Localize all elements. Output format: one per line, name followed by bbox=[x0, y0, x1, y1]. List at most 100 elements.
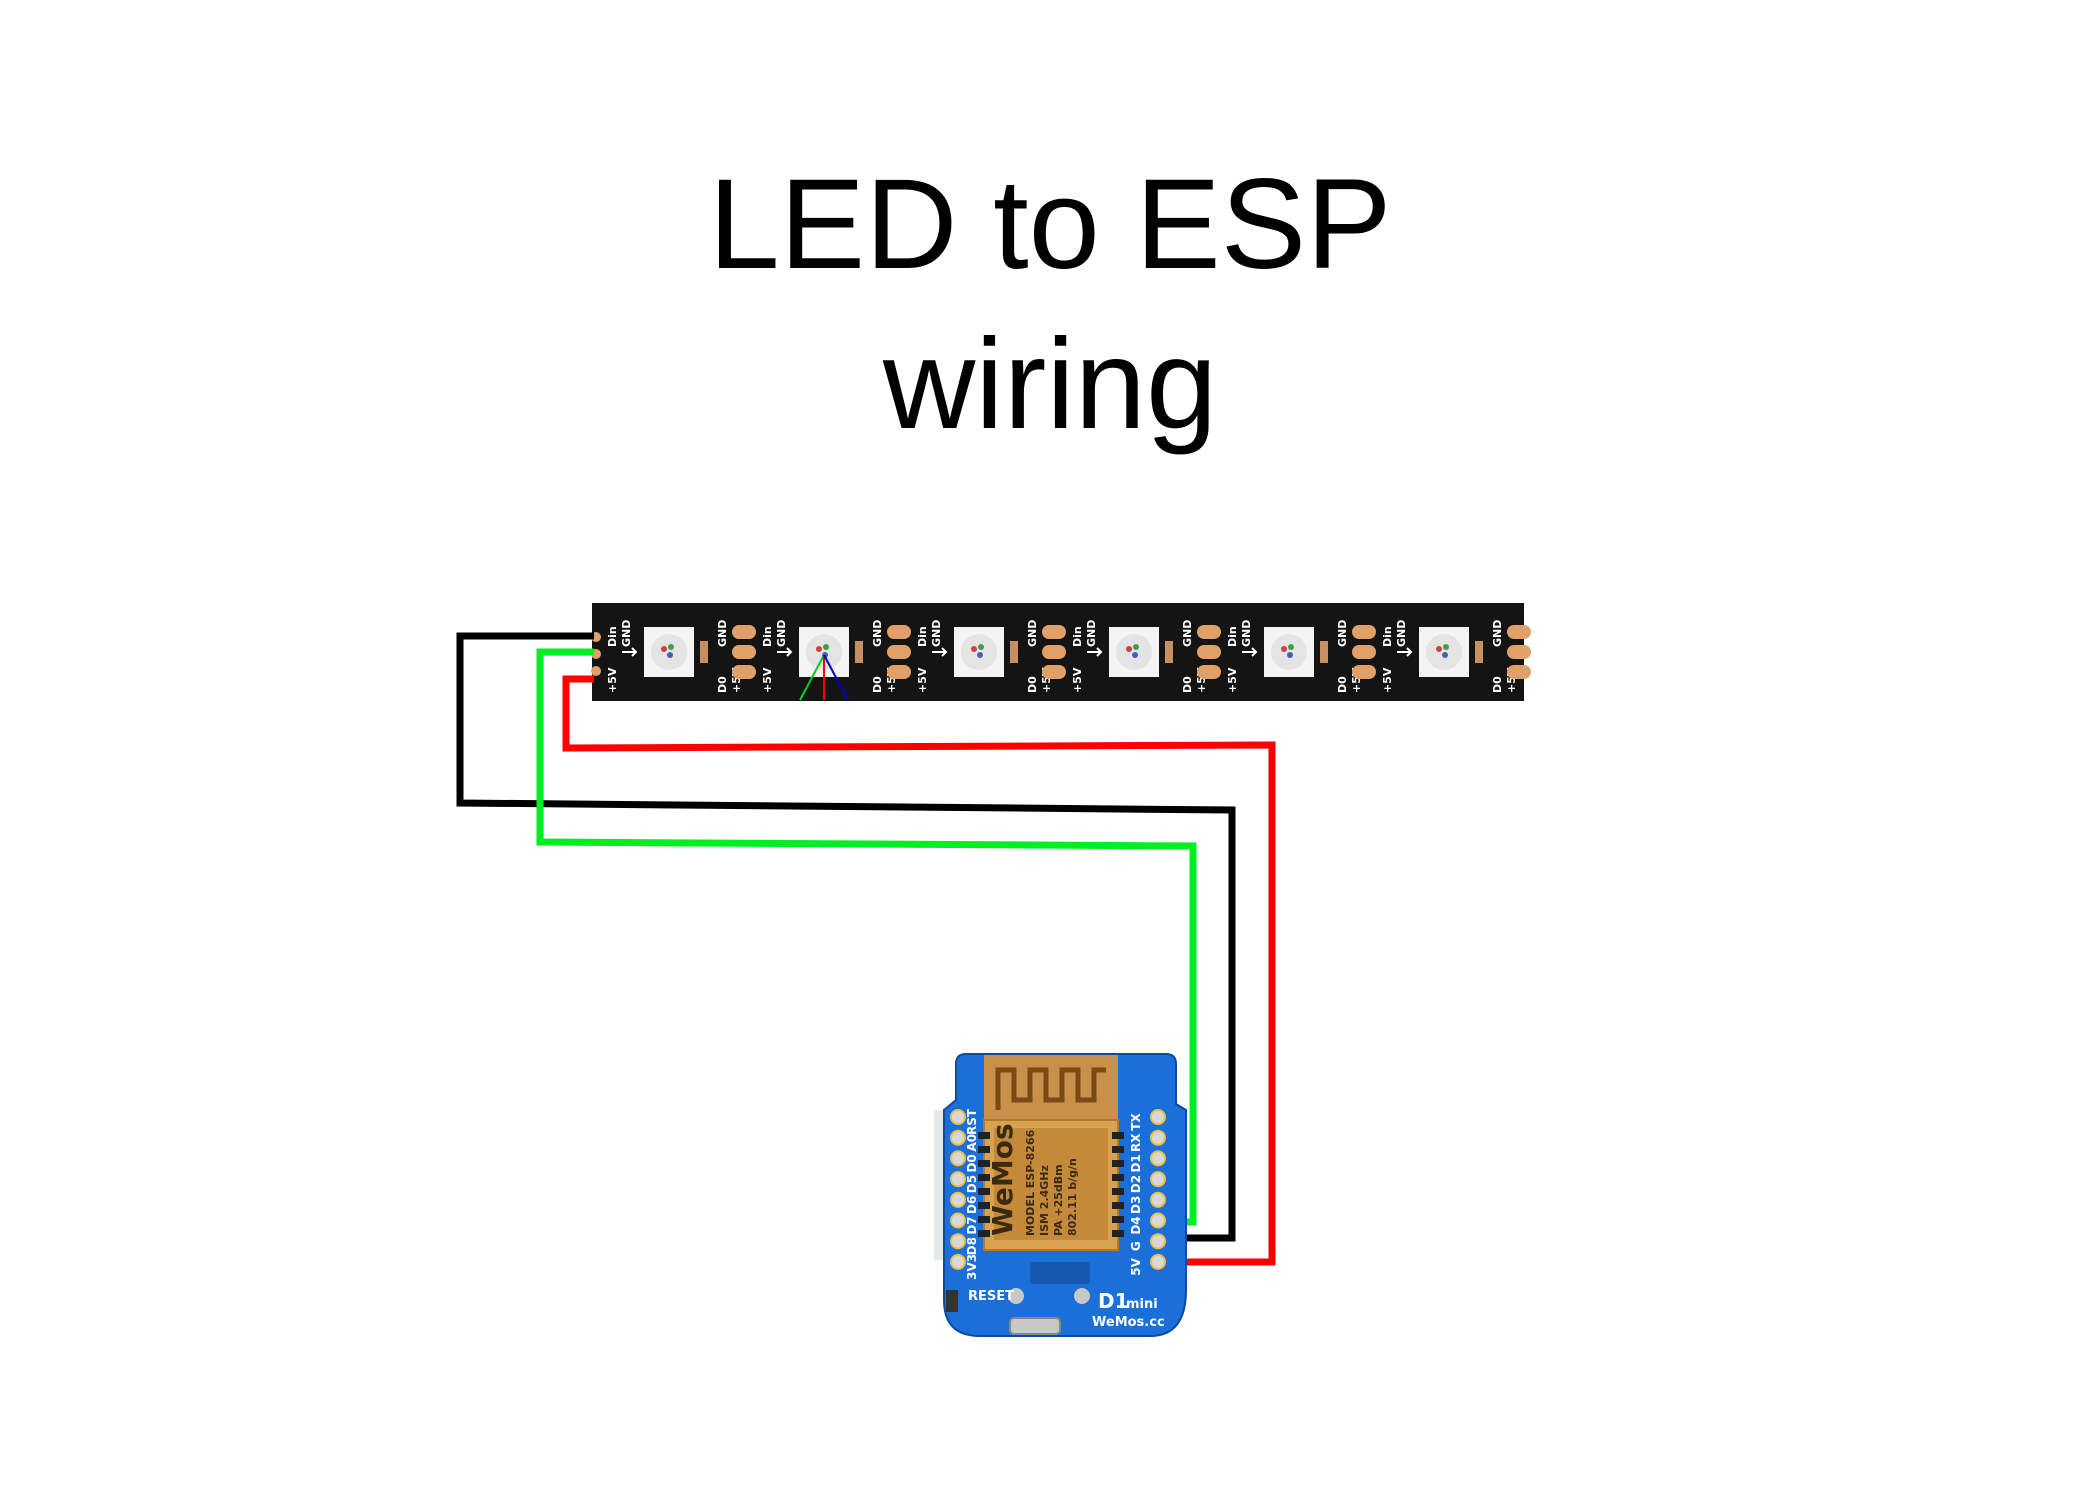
board-name-suffix: mini bbox=[1126, 1297, 1158, 1312]
pin-left-rst bbox=[950, 1109, 966, 1125]
solder-pad bbox=[732, 645, 756, 659]
led-die-blue bbox=[1442, 652, 1448, 658]
solder-pad bbox=[887, 625, 911, 639]
pin-label-left-d8: D8 bbox=[965, 1237, 979, 1255]
pin-right-rx bbox=[1150, 1129, 1166, 1146]
pin-left-d0 bbox=[950, 1150, 966, 1167]
pin-label-left-3v3: 3V3 bbox=[965, 1254, 979, 1280]
led-die-blue bbox=[977, 652, 983, 658]
strip-label-gnd: GND bbox=[1026, 620, 1039, 647]
module-power: PA +25dBm bbox=[1052, 1164, 1065, 1236]
solder-pad bbox=[1197, 665, 1221, 679]
strip-label-gnd: GND bbox=[871, 620, 884, 647]
data-arrow bbox=[1397, 647, 1413, 657]
module-pin bbox=[978, 1216, 990, 1223]
led-die-red bbox=[1436, 646, 1442, 652]
module-model: MODEL ESP-8266 bbox=[1024, 1129, 1037, 1236]
ground-wire bbox=[456, 632, 1236, 1242]
mount-hole-left bbox=[1008, 1288, 1024, 1304]
pin-right-d3 bbox=[1150, 1191, 1166, 1208]
strip-label-din: Din bbox=[916, 626, 929, 647]
led-die-green bbox=[1133, 644, 1139, 650]
strip-label-din: Din bbox=[761, 626, 774, 647]
antenna-trace bbox=[995, 1067, 1106, 1110]
led-lens bbox=[651, 634, 687, 670]
strip-label-din: Din bbox=[1226, 626, 1239, 647]
solder-pad bbox=[1197, 645, 1221, 659]
strip-label-dout: D0 bbox=[1336, 676, 1349, 693]
led-die-red bbox=[1281, 646, 1287, 652]
solder-pad bbox=[1507, 645, 1531, 659]
module-pin bbox=[978, 1132, 990, 1139]
module-pin bbox=[1112, 1188, 1124, 1195]
strip-label-vcc: +5V bbox=[1071, 667, 1084, 693]
pin-label-right-rx: RX bbox=[1129, 1133, 1143, 1152]
pin-label-right-5v: 5V bbox=[1129, 1257, 1143, 1275]
data-arrow bbox=[622, 647, 638, 657]
antenna-area bbox=[984, 1055, 1118, 1127]
board-name: D1 bbox=[1098, 1289, 1129, 1313]
pin-label-right-d1: D1 bbox=[1129, 1154, 1143, 1172]
strip-label-gnd: GND bbox=[620, 620, 633, 647]
module-band: ISM 2.4GHz bbox=[1038, 1165, 1051, 1236]
pin-left-3v3 bbox=[950, 1253, 966, 1270]
module-pin bbox=[978, 1188, 990, 1195]
led-die-red bbox=[661, 646, 667, 652]
strip-label-vcc: +5V bbox=[761, 667, 774, 693]
pin-label-right-tx: TX bbox=[1129, 1113, 1143, 1131]
strip-label-vcc: +5V bbox=[606, 667, 619, 693]
solder-pad bbox=[1352, 645, 1376, 659]
led-die-red bbox=[816, 646, 822, 652]
strip-label-vcc: +5V bbox=[1381, 667, 1394, 693]
led-lens bbox=[1271, 634, 1307, 670]
solder-pad bbox=[732, 625, 756, 639]
resistor bbox=[1320, 641, 1328, 663]
pin-left-d8 bbox=[950, 1233, 966, 1250]
accent-blue bbox=[823, 654, 849, 701]
solder-pad bbox=[887, 665, 911, 679]
module-pin bbox=[978, 1230, 990, 1237]
strip-label-dout: D0 bbox=[716, 676, 729, 693]
pin-left-a0 bbox=[950, 1129, 966, 1146]
strip-label-dout: D0 bbox=[1491, 676, 1504, 693]
diagram-title-line-1: LED to ESP bbox=[708, 153, 1392, 296]
data-arrow bbox=[777, 647, 793, 657]
resistor bbox=[855, 641, 863, 663]
strip-label-gnd: GND bbox=[1085, 620, 1098, 647]
solder-pad bbox=[1507, 665, 1531, 679]
data-arrow bbox=[932, 647, 948, 657]
pin-right-g bbox=[1150, 1233, 1166, 1250]
diagram-title-line-2: wiring bbox=[882, 313, 1218, 456]
esp-shield bbox=[994, 1128, 1108, 1240]
led-die-red bbox=[1126, 646, 1132, 652]
solder-pad bbox=[732, 665, 756, 679]
solder-pad bbox=[1197, 625, 1221, 639]
board-site: WeMos.cc bbox=[1092, 1315, 1165, 1330]
strip-label-gnd: GND bbox=[1181, 620, 1194, 647]
solder-pad bbox=[1507, 625, 1531, 639]
pin-label-right-d2: D2 bbox=[1129, 1175, 1143, 1193]
module-pin bbox=[978, 1160, 990, 1167]
resistor bbox=[1165, 641, 1173, 663]
pin-label-left-a0: A0 bbox=[965, 1134, 979, 1152]
strip-label-gnd: GND bbox=[1240, 620, 1253, 647]
strip-label-gnd: GND bbox=[775, 620, 788, 647]
resistor bbox=[700, 641, 708, 663]
strip-label-din: Din bbox=[606, 626, 619, 647]
strip-label-gnd: GND bbox=[1491, 620, 1504, 647]
module-pin bbox=[1112, 1132, 1124, 1139]
usb-chip bbox=[1030, 1262, 1090, 1284]
strip-label-din: Din bbox=[1071, 626, 1084, 647]
reset-label: RESET bbox=[968, 1289, 1014, 1304]
module-pin bbox=[1112, 1146, 1124, 1153]
led-die-green bbox=[668, 644, 674, 650]
led-lens bbox=[1426, 634, 1462, 670]
solder-pad bbox=[1042, 645, 1066, 659]
led-die-green bbox=[1443, 644, 1449, 650]
pin-label-left-d6: D6 bbox=[965, 1196, 979, 1214]
mount-hole-right bbox=[1074, 1288, 1090, 1304]
pin-right-tx bbox=[1150, 1109, 1166, 1125]
reset-button[interactable] bbox=[946, 1290, 958, 1312]
